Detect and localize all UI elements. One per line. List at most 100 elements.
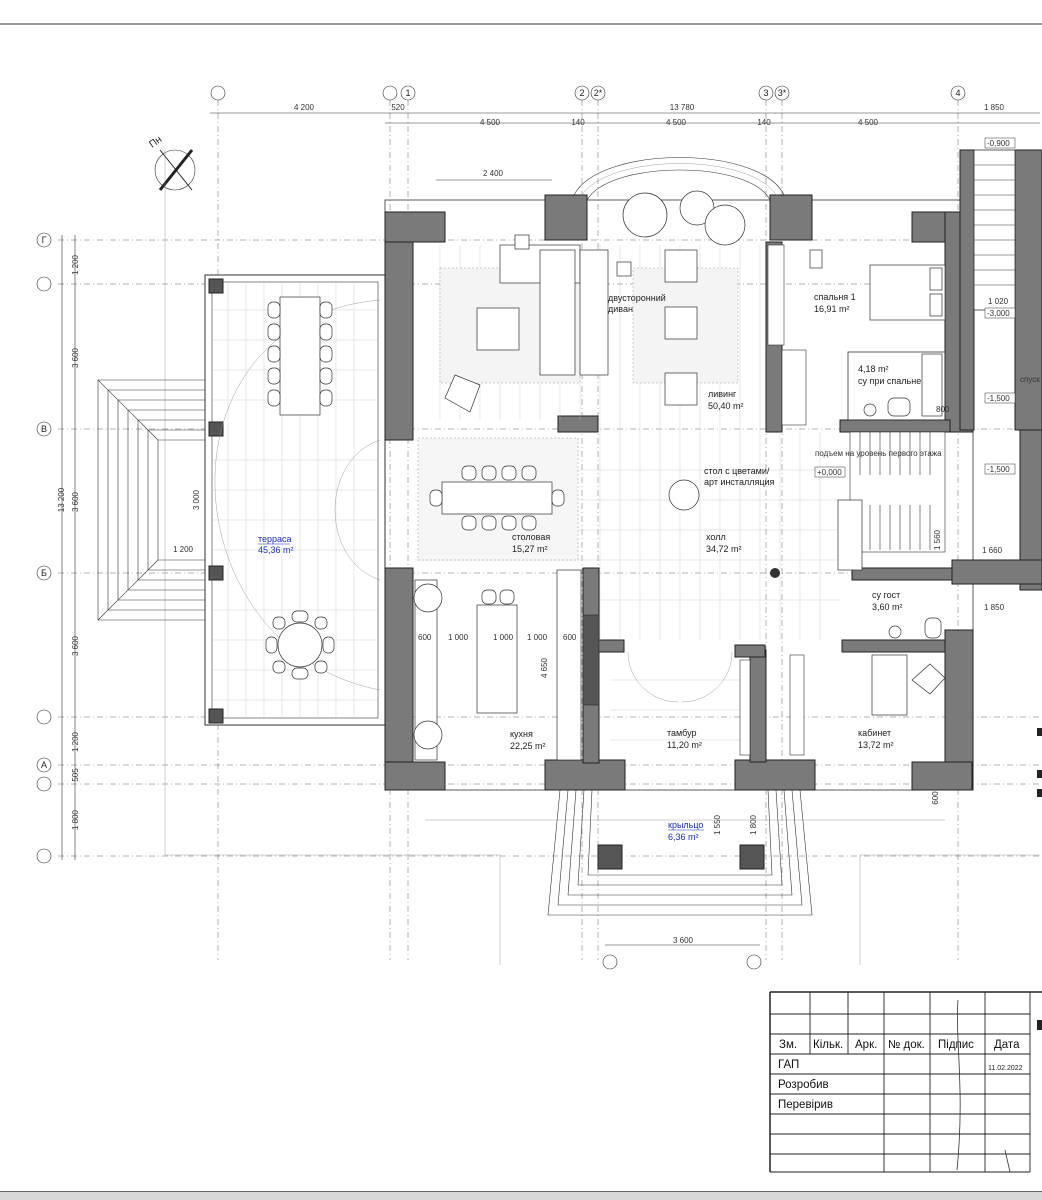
dim-600-b: 600 bbox=[563, 633, 577, 642]
dim-1660: 1 660 bbox=[982, 546, 1003, 555]
room-name-terrace: терраса bbox=[258, 534, 292, 544]
vestibule: тамбур 11,20 m² bbox=[627, 651, 751, 756]
level-minus-1500-b: -1,500 bbox=[987, 465, 1010, 474]
note-sofa-1: двусторонний bbox=[608, 293, 666, 303]
dim-left-505: 505 bbox=[71, 768, 80, 782]
tb-header-kilk: Кільк. bbox=[813, 1039, 843, 1051]
dim-left-1200-bottom: 1 200 bbox=[71, 731, 80, 752]
title-block: Зм. Кільк. Арк. № док. Підпис Дата ГАП Р… bbox=[769, 991, 1042, 1173]
note-table-1: стол с цветами/ bbox=[704, 466, 770, 476]
site-outline bbox=[164, 150, 1040, 965]
dim-top-4200: 4 200 bbox=[294, 103, 315, 112]
axis-label-3star: 3* bbox=[778, 88, 787, 98]
dim-seg-140-a: 140 bbox=[571, 118, 585, 127]
dim-seg-4500-b: 4 500 bbox=[666, 118, 687, 127]
room-area-hall: 34,72 m² bbox=[706, 544, 742, 554]
dim-top-1850: 1 850 bbox=[984, 103, 1005, 112]
room-area-dining: 15,27 m² bbox=[512, 544, 548, 554]
axis-label-v: В bbox=[41, 424, 47, 434]
dim-3000: 3 000 bbox=[192, 489, 201, 510]
dim-left-3600-a: 3 600 bbox=[71, 347, 80, 368]
dim-seg-4500-a: 4 500 bbox=[480, 118, 501, 127]
porch: крыльцо 6,36 m² 3 600 1 550 1 800 600 bbox=[547, 789, 940, 946]
level-minus-1500-a: -1,500 bbox=[987, 394, 1010, 403]
dim-1000-c: 1 000 bbox=[527, 633, 548, 642]
dim-1000-a: 1 000 bbox=[448, 633, 469, 642]
room-name-hall: холл bbox=[706, 532, 726, 542]
dim-left-1200-top: 1 200 bbox=[71, 254, 80, 275]
tb-header-zm: Зм. bbox=[779, 1039, 797, 1051]
dim-left-total: 13 200 bbox=[57, 487, 66, 512]
room-name-bedroom: спальня 1 bbox=[814, 292, 856, 302]
axis-label-4: 4 bbox=[955, 88, 960, 98]
room-area-guest-wc: 3,60 m² bbox=[872, 602, 903, 612]
note-table-2: арт инсталляция bbox=[704, 477, 775, 487]
right-marks bbox=[1037, 728, 1042, 797]
tb-row-gap: ГАП bbox=[778, 1059, 799, 1071]
dim-600-right: 600 bbox=[931, 791, 940, 805]
bedroom: спальня 1 16,91 m² 4,18 m² су при спальн… bbox=[767, 244, 950, 426]
dining: столовая 15,27 m² bbox=[417, 437, 579, 561]
dimension-top: 4 200 520 13 780 1 850 4 500 140 4 500 1… bbox=[210, 103, 1040, 181]
note-sofa-2: диван bbox=[608, 304, 633, 314]
axis-label-2: 2 bbox=[579, 88, 584, 98]
room-area-vestibule: 11,20 m² bbox=[667, 740, 702, 750]
dim-1850-right: 1 850 bbox=[984, 603, 1005, 612]
dim-1000-b: 1 000 bbox=[493, 633, 514, 642]
tb-header-date: Дата bbox=[994, 1039, 1020, 1051]
hall-stairs: подъем на уровень первого этажа +0,000 1… bbox=[814, 431, 1003, 571]
dim-1800-porch: 1 800 bbox=[749, 814, 758, 835]
room-name-office: кабинет bbox=[858, 728, 891, 738]
room-area-living: 50,40 m² bbox=[708, 401, 744, 411]
axis-label-g: Г bbox=[42, 235, 47, 245]
tb-header-ark: Арк. bbox=[855, 1039, 877, 1051]
guest-wc: су гост 3,60 m² 1 850 bbox=[872, 590, 1005, 639]
dim-800: 800 bbox=[936, 405, 950, 414]
tb-row-developed: Розробив bbox=[778, 1079, 829, 1091]
room-name-bathroom-bedroom: су при спальне bbox=[858, 376, 921, 386]
dim-4650: 4 650 bbox=[540, 657, 549, 678]
axis-label-a: А bbox=[41, 760, 47, 770]
dim-seg-140-b: 140 bbox=[757, 118, 771, 127]
room-name-guest-wc: су гост bbox=[872, 590, 900, 600]
room-area-kitchen: 22,25 m² bbox=[510, 741, 546, 751]
dim-2400: 2 400 bbox=[483, 169, 504, 178]
dim-seg-4500-c: 4 500 bbox=[858, 118, 879, 127]
axis-bubbles-top: 1 2 2* 3 3* 4 bbox=[210, 85, 966, 970]
dim-left-3600-b: 3 600 bbox=[71, 491, 80, 512]
dim-1200-terrace: 1 200 bbox=[173, 545, 194, 554]
dim-1560: 1 560 bbox=[933, 529, 942, 550]
kitchen: 600 1 000 1 000 1 000 600 4 650 кухня 22… bbox=[413, 569, 600, 761]
room-name-kitchen: кухня bbox=[510, 729, 533, 739]
room-area-office: 13,72 m² bbox=[858, 740, 894, 750]
axis-label-b: Б bbox=[41, 568, 47, 578]
room-name-porch: крыльцо bbox=[668, 820, 703, 830]
axis-label-2star: 2* bbox=[594, 88, 603, 98]
living-furniture: двусторонний диван ливинг 50,40 m² bbox=[439, 190, 746, 413]
level-minus-3000: -3,000 bbox=[987, 309, 1010, 318]
tb-header-doc: № док. bbox=[888, 1039, 925, 1051]
note-stair: подъем на уровень первого этажа bbox=[815, 449, 942, 458]
dim-left-3600-c: 3 600 bbox=[71, 635, 80, 656]
dim-top-520: 520 bbox=[391, 103, 405, 112]
hall: стол с цветами/ арт инсталляция холл 34,… bbox=[668, 466, 780, 578]
office: кабинет 13,72 m² bbox=[789, 654, 946, 756]
terrace-stairs bbox=[97, 379, 205, 621]
level-minus-0900: -0,900 bbox=[987, 139, 1010, 148]
room-area-bedroom: 16,91 m² bbox=[814, 304, 850, 314]
dim-left-1800: 1 800 bbox=[71, 809, 80, 830]
axis-label-3: 3 bbox=[763, 88, 768, 98]
level-plus-0000: +0,000 bbox=[817, 468, 842, 477]
terrace: терраса 45,36 m² 3 000 1 200 bbox=[173, 274, 386, 726]
dimension-left: 1 200 3 600 3 600 3 600 1 200 505 1 800 … bbox=[57, 235, 80, 860]
room-area-terrace: 45,36 m² bbox=[258, 545, 294, 555]
dim-1550: 1 550 bbox=[713, 814, 722, 835]
bay-window bbox=[573, 157, 785, 201]
room-area-porch: 6,36 m² bbox=[668, 832, 699, 842]
tb-date-value: 11.02.2022 bbox=[988, 1065, 1023, 1072]
note-spusk: спуск bbox=[1020, 375, 1040, 384]
room-name-vestibule: тамбур bbox=[667, 728, 696, 738]
dim-top-13780: 13 780 bbox=[670, 103, 695, 112]
right-stairs: -0,900 -3,000 1 020 -1,500 -1,500 спуск bbox=[973, 137, 1040, 475]
